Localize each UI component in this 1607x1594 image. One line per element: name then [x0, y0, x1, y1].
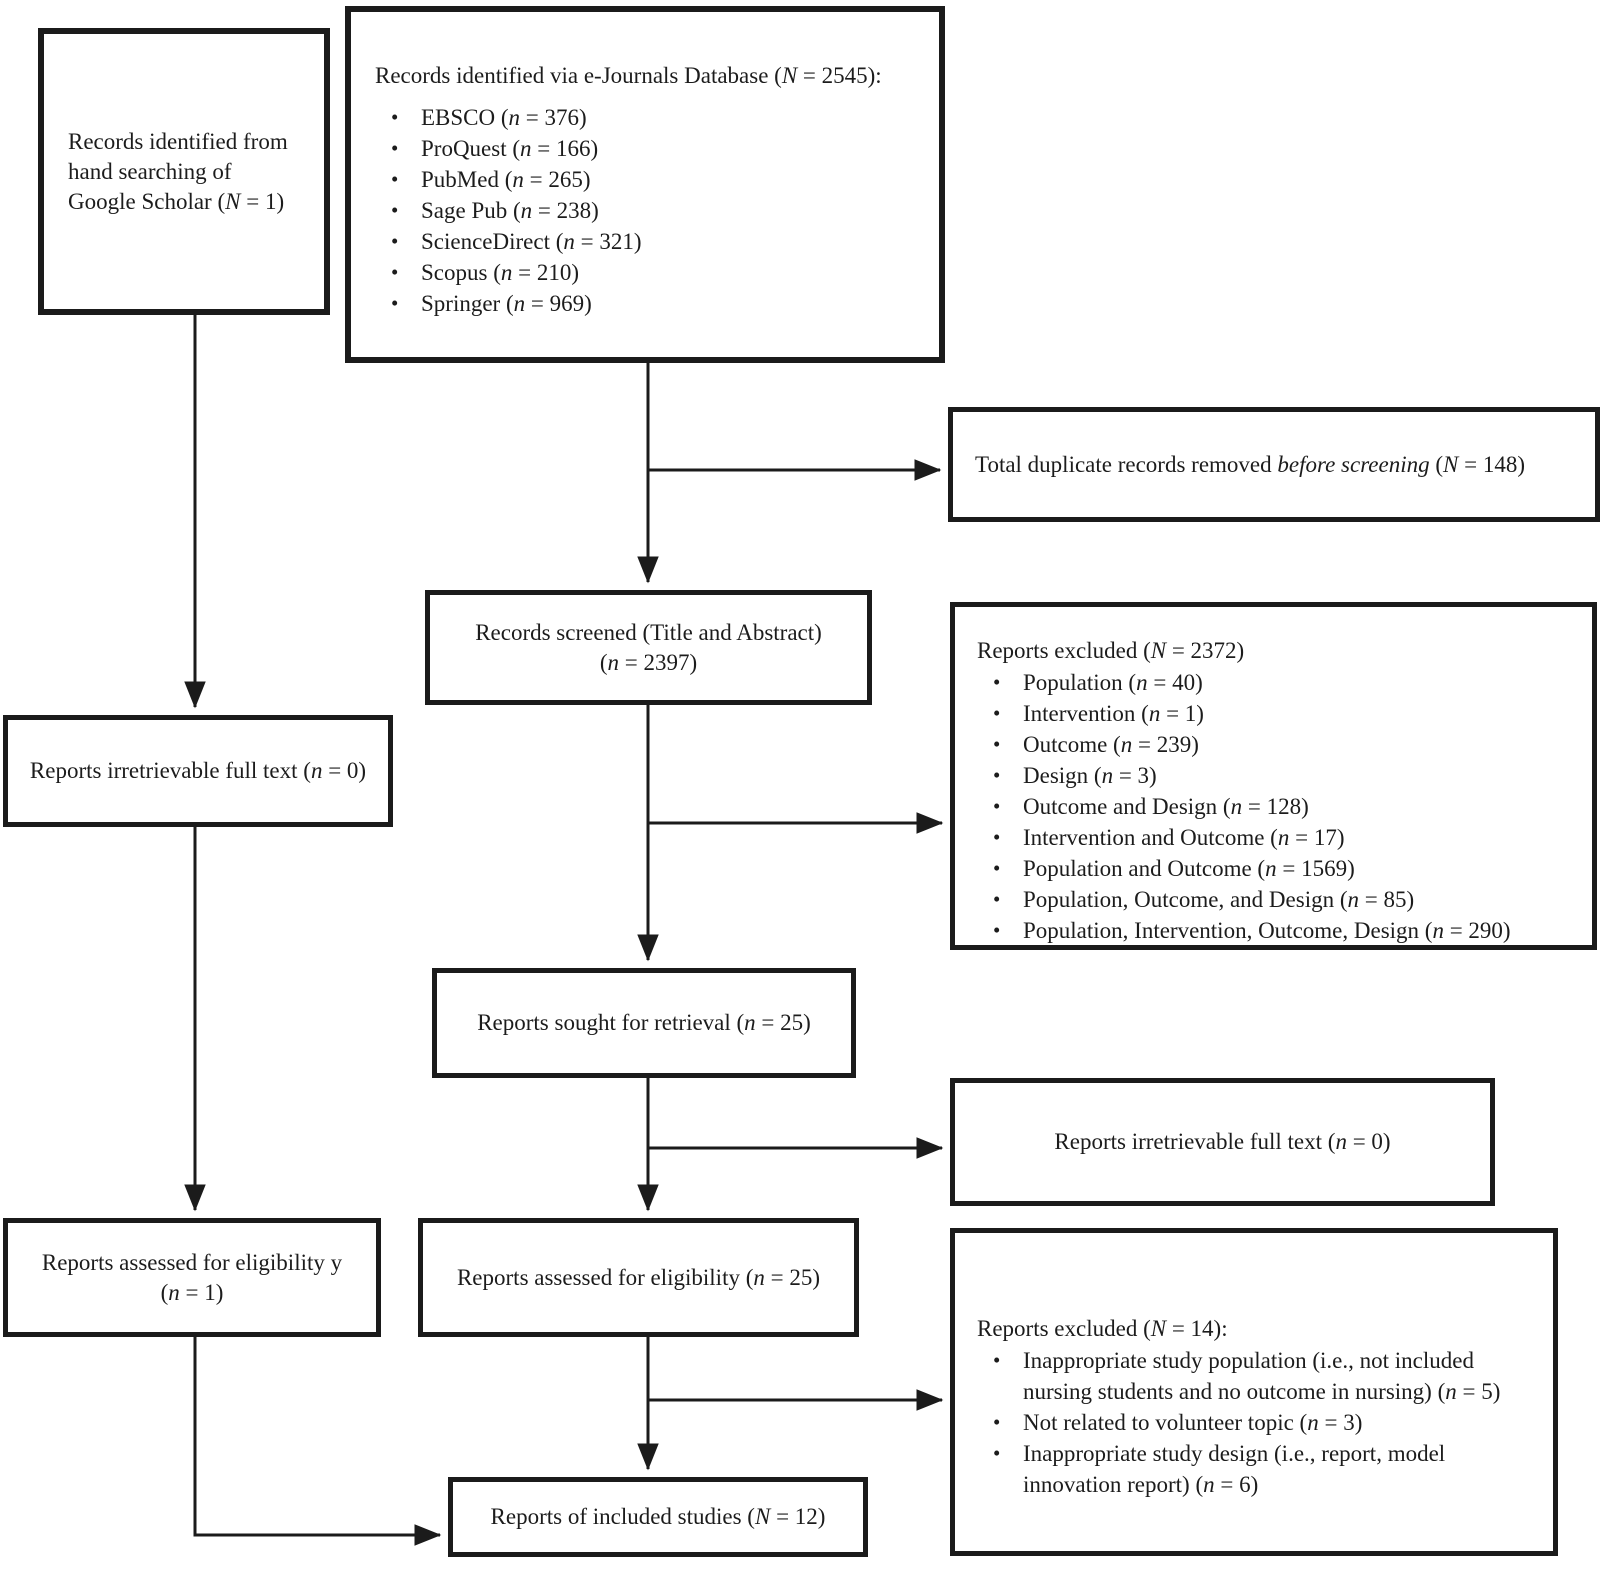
box-text-line: Google Scholar (N = 1): [68, 188, 285, 214]
exclusion-reason-item: Population and Outcome (n = 1569): [977, 853, 1586, 884]
box-title: Reports excluded (N = 14):: [977, 1316, 1228, 1341]
box-title: Records identified via e-Journals Databa…: [375, 63, 882, 88]
database-item: EBSCO (n = 376): [375, 102, 933, 133]
database-item: PubMed (n = 265): [375, 164, 933, 195]
box-text: Reports irretrievable full text (n = 0): [29, 758, 367, 783]
exclusion-reason-item: Population (n = 40): [977, 667, 1586, 698]
box-text-line: (n = 2397): [599, 649, 698, 675]
box-text: Reports of included studies (N = 12): [490, 1504, 826, 1529]
box-irretrievable-full-text-left: Reports irretrievable full text (n = 0): [3, 715, 393, 827]
box-title: Reports excluded (N = 2372): [977, 638, 1245, 663]
exclusion-reason-item: Inappropriate study design (i.e., report…: [977, 1438, 1528, 1500]
box-text: Total duplicate records removed before s…: [975, 451, 1526, 477]
box-irretrievable-full-text-right: Reports irretrievable full text (n = 0): [950, 1078, 1495, 1206]
exclusion-reason-list: Inappropriate study population (i.e., no…: [977, 1345, 1543, 1500]
box-duplicates-removed: Total duplicate records removed before s…: [948, 407, 1600, 522]
box-text: Reports assessed for eligibility (n = 25…: [456, 1264, 821, 1290]
exclusion-reason-item: Outcome and Design (n = 128): [977, 791, 1586, 822]
box-reports-excluded-screening: Reports excluded (N = 2372) Population (…: [950, 602, 1597, 950]
box-records-identified-databases: Records identified via e-Journals Databa…: [345, 6, 945, 363]
box-reports-excluded-eligibility: Reports excluded (N = 14): Inappropriate…: [950, 1228, 1558, 1556]
database-item: ScienceDirect (n = 321): [375, 226, 933, 257]
database-list: EBSCO (n = 376) ProQuest (n = 166) PubMe…: [375, 102, 933, 319]
box-reports-included: Reports of included studies (N = 12): [448, 1477, 868, 1557]
database-item: Sage Pub (n = 238): [375, 195, 933, 226]
exclusion-reason-item: Not related to volunteer topic (n = 3): [977, 1407, 1528, 1438]
box-text-line: Reports assessed for eligibility y: [41, 1249, 343, 1275]
exclusion-reason-item: Intervention and Outcome (n = 17): [977, 822, 1586, 853]
exclusion-reason-item: Population, Outcome, and Design (n = 85): [977, 884, 1586, 915]
box-text: Reports irretrievable full text (n = 0): [1054, 1129, 1391, 1154]
box-text-line: hand searching of: [68, 158, 232, 184]
box-text-line: (n = 1): [160, 1279, 224, 1305]
box-reports-assessed-center: Reports assessed for eligibility (n = 25…: [418, 1218, 859, 1337]
box-reports-sought-retrieval: Reports sought for retrieval (n = 25): [432, 968, 856, 1078]
exclusion-reason-item: Design (n = 3): [977, 760, 1586, 791]
box-records-screened: Records screened (Title and Abstract) (n…: [425, 590, 872, 705]
database-item: ProQuest (n = 166): [375, 133, 933, 164]
database-item: Scopus (n = 210): [375, 257, 933, 288]
database-item: Springer (n = 969): [375, 288, 933, 319]
exclusion-reason-list: Population (n = 40) Intervention (n = 1)…: [977, 667, 1586, 946]
elbow-assessed-left-to-included: [193, 1337, 442, 1546]
box-text-line: Records screened (Title and Abstract): [475, 619, 822, 645]
box-text: Reports sought for retrieval (n = 25): [477, 1010, 811, 1035]
exclusion-reason-item: Population, Intervention, Outcome, Desig…: [977, 915, 1586, 946]
box-text-line: Records identified from: [68, 128, 288, 154]
exclusion-reason-item: Inappropriate study population (i.e., no…: [977, 1345, 1528, 1407]
box-records-hand-search: Records identified from hand searching o…: [38, 28, 330, 315]
exclusion-reason-item: Intervention (n = 1): [977, 698, 1586, 729]
box-reports-assessed-left: Reports assessed for eligibility y (n = …: [3, 1218, 381, 1337]
exclusion-reason-item: Outcome (n = 239): [977, 729, 1586, 760]
